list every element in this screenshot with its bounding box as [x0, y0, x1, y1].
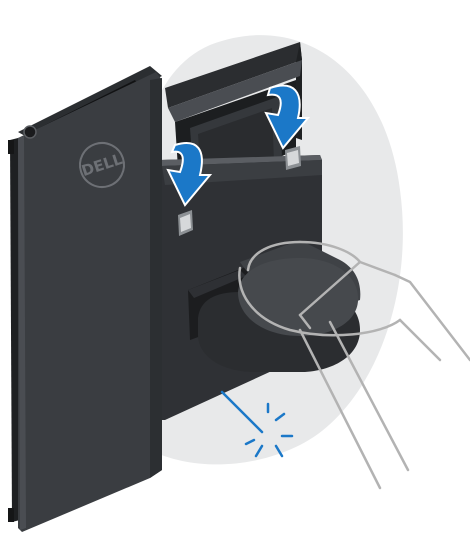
power-button: [24, 126, 36, 138]
device-front-panel: [8, 66, 162, 532]
